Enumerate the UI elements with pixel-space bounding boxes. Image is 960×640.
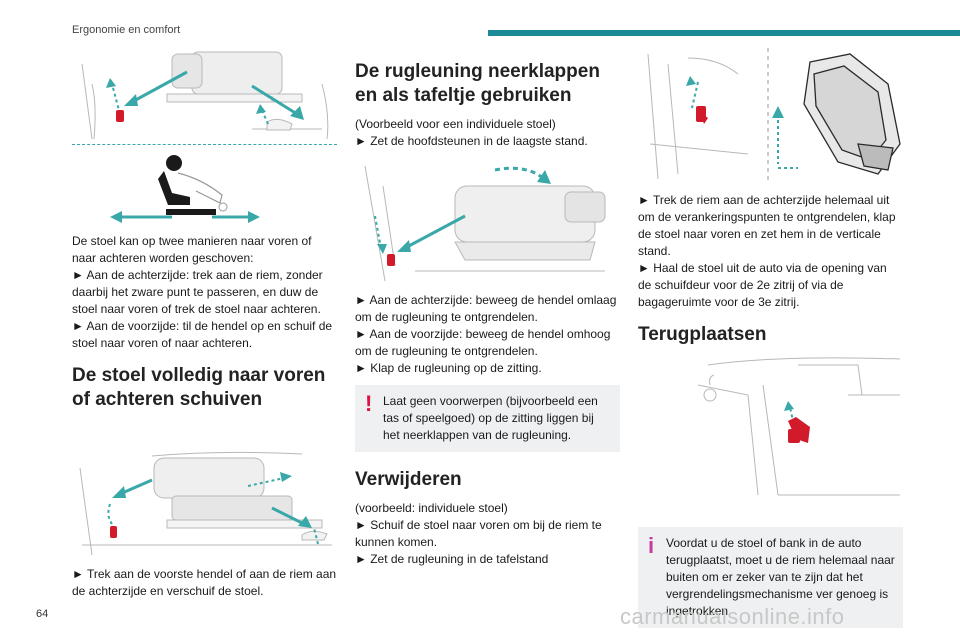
seat-slide-illustration [72,44,337,144]
seat-position-diagram [72,149,337,225]
info-text: Voordat u de stoel of bank in de auto te… [666,536,895,618]
full-slide-instruction: ► Trek aan de voorste hendel of aan de r… [72,567,337,598]
fold-example-note: (Voorbeeld voor een individuele stoel) [355,117,556,131]
remove-table-instruction: ► Zet de rugleuning in de tafelstand [355,552,549,566]
slide-intro: De stoel kan op twee manieren naar voren… [72,234,312,265]
warning-note: ! Laat geen voorwerpen (bijvoorbeeld een… [355,385,620,452]
info-note: i Voordat u de stoel of bank in de auto … [638,527,903,628]
remove-belt-instruction: ► Trek de riem aan de achterzijde helema… [638,193,896,258]
page-number: 64 [36,608,49,620]
seat-slide-drawing [81,51,329,140]
fold-backrest-drawing [364,165,606,282]
column-2: De rugleuning neerklappen en als tafeltj… [355,60,620,568]
fold-front-instruction: ► Aan de voorzijde: beweeg de hendel omh… [355,327,611,358]
reinstall-drawing [697,357,901,496]
info-icon: i [648,533,655,558]
fold-backrest-illustration [355,156,620,286]
watermark: carmanualsonline.info [620,604,845,629]
heading-fold-backrest: De rugleuning neerklappen en als tafeltj… [355,61,600,106]
heading-full-slide: De stoel volledig naar voren of achteren… [72,365,326,410]
warning-text: Laat geen voorwerpen (bijvoorbeeld een t… [383,394,598,442]
remove-slide-instruction: ► Schuif de stoel naar voren om bij de r… [355,518,602,549]
seat-position-drawing [110,155,260,223]
remove-seat-illustration [638,44,903,184]
slide-rear-instruction: ► Aan de achterzijde: trek aan de riem, … [72,268,323,316]
heading-remove: Verwijderen [355,469,462,490]
seat-full-slide-drawing [79,451,332,556]
reinstall-illustration [638,355,903,505]
section-header: Ergonomie en comfort [72,24,181,36]
fold-seat-instruction: ► Klap de rugleuning op de zitting. [355,361,542,375]
fold-rear-instruction: ► Aan de achterzijde: beweeg de hendel o… [355,293,617,324]
warning-icon: ! [365,391,373,416]
column-1: De stoel kan op twee manieren naar voren… [72,44,337,600]
seat-full-slide-illustration [72,420,337,560]
dashed-divider [72,144,337,145]
remove-seat-drawing [647,48,901,180]
header-accent-bar [488,30,960,36]
remove-exit-instruction: ► Haal de stoel uit de auto via de openi… [638,261,887,309]
fold-headrest-instruction: ► Zet de hoofdsteunen in de laagste stan… [355,134,588,148]
slide-front-instruction: ► Aan de voorzijde: til de hendel op en … [72,319,333,350]
heading-reinstall: Terugplaatsen [638,324,767,345]
column-3: ► Trek de riem aan de achterzijde helema… [638,44,903,628]
remove-example-note: (voorbeeld: individuele stoel) [355,501,508,515]
